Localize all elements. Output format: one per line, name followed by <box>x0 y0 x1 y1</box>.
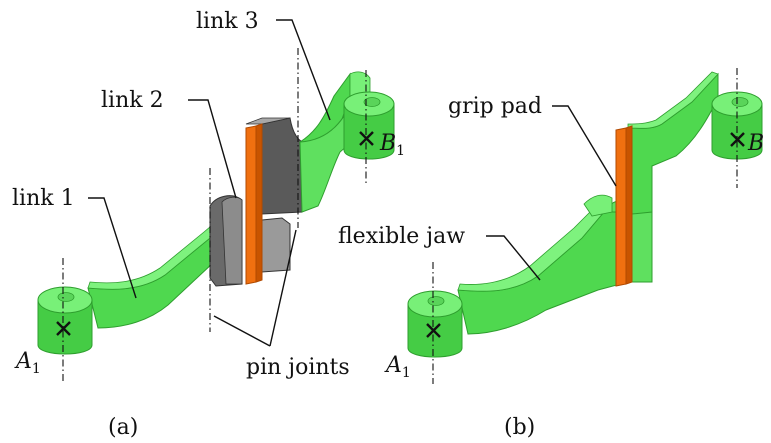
panel-b: grip pad flexible jaw A1 B (b) <box>338 68 764 440</box>
label-a1-a-sub: 1 <box>32 361 41 377</box>
label-a1-b: A1 <box>384 353 411 381</box>
leader-link-2 <box>188 99 237 199</box>
leader-pin-joints-2 <box>269 229 297 347</box>
cross-marker-a1-a <box>56 321 71 336</box>
label-a1-a: A1 <box>14 349 41 377</box>
label-b1-a-main: B <box>379 131 396 156</box>
caption-b: (b) <box>504 415 535 440</box>
label-b1-a: B1 <box>379 131 405 159</box>
panel-a: link 3 link 2 link 1 pin joints A1 B1 (a… <box>12 9 405 440</box>
leader-link-3 <box>276 19 331 121</box>
label-a1-b-sub: 1 <box>402 365 411 381</box>
flexible-jaw-lower <box>407 194 653 358</box>
label-flexible-jaw: flexible jaw <box>338 224 465 249</box>
grip-pad-a <box>245 123 263 285</box>
label-link-3: link 3 <box>196 9 259 34</box>
leader-grip-pad <box>552 105 617 187</box>
label-pin-joints: pin joints <box>246 355 350 380</box>
label-a1-a-main: A <box>14 349 32 374</box>
label-b1-a-sub: 1 <box>396 143 405 159</box>
label-grip-pad: grip pad <box>448 94 542 119</box>
label-b-b: B <box>747 131 764 156</box>
cross-marker-b1-a <box>359 131 374 146</box>
leader-flexible-jaw <box>486 235 541 281</box>
cross-marker-b-b <box>730 132 745 147</box>
grip-pad-b <box>615 125 633 287</box>
cross-marker-a1-b <box>426 323 441 338</box>
label-link-2: link 2 <box>101 88 164 113</box>
label-link-1: link 1 <box>12 186 75 211</box>
link-2-body <box>209 117 303 287</box>
link-3-body <box>299 71 395 213</box>
leader-link-1 <box>88 197 137 299</box>
caption-a: (a) <box>108 415 138 440</box>
label-a1-b-main: A <box>384 353 402 378</box>
leader-pin-joints-1 <box>213 315 271 347</box>
